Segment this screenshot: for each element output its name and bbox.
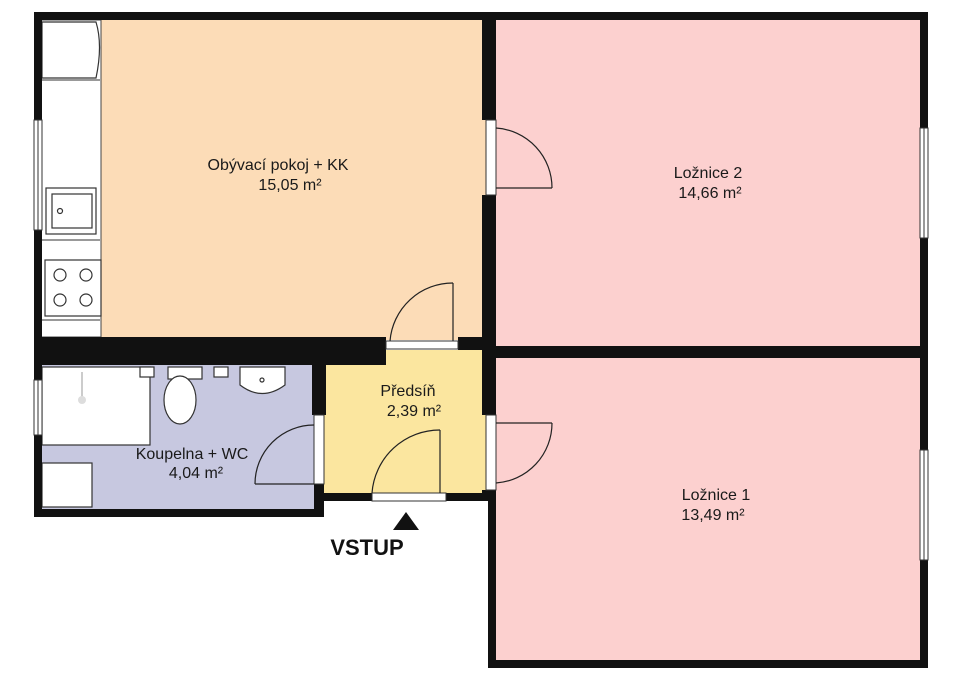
- door-bedroom2[interactable]: [485, 119, 553, 196]
- room-living-area: 15,05 m²: [258, 177, 322, 194]
- wall-bottom-left: [34, 509, 322, 517]
- wall-bedrooms: [488, 346, 928, 358]
- bath-shelf-2: [213, 366, 229, 378]
- wall-living-bottom-r: [458, 337, 488, 350]
- wall-bath-hall-low: [314, 484, 324, 517]
- door-entrance[interactable]: [371, 429, 447, 502]
- bath-shelf-1: [139, 366, 155, 378]
- room-bedroom1-fill: [496, 358, 920, 660]
- wall-top: [34, 12, 928, 20]
- window-bath: [33, 379, 43, 436]
- wall-bedroom1-left: [488, 493, 496, 668]
- room-bath-area: 4,04 m²: [169, 465, 224, 482]
- room-bedroom2-area: 14,66 m²: [678, 185, 742, 202]
- wall-left: [34, 12, 42, 517]
- wall-living-bottom: [34, 337, 386, 365]
- wall-center-mid: [482, 195, 496, 415]
- door-bedroom1[interactable]: [485, 414, 553, 491]
- room-hall-fill: [320, 350, 488, 493]
- stove-icon: [44, 259, 102, 317]
- room-bedroom1-area: 13,49 m²: [681, 507, 745, 524]
- room-living-fill: [40, 20, 488, 340]
- room-hall-name: Předsíň: [380, 383, 435, 400]
- room-bedroom1-name: Ložnice 1: [682, 487, 751, 504]
- door-bath[interactable]: [254, 414, 325, 485]
- room-bedroom2-fill: [496, 20, 920, 350]
- triangle-up-icon: [393, 512, 419, 530]
- fridge: [41, 21, 101, 79]
- wall-entry-right: [446, 493, 496, 501]
- bath-cabinet: [41, 462, 93, 508]
- entrance-label: VSTUP: [330, 535, 403, 560]
- room-living-name: Obývací pokoj + KK: [208, 157, 349, 174]
- wall-bottom-right: [488, 660, 928, 668]
- window-bedroom1: [919, 449, 929, 561]
- window-kitchen: [33, 119, 43, 231]
- wall-bath-hall-top: [312, 350, 326, 415]
- wall-right: [920, 12, 928, 668]
- kitchen-sink-icon: [45, 187, 97, 235]
- room-hall-area: 2,39 m²: [387, 403, 442, 420]
- toilet-icon: [163, 366, 203, 425]
- wall-center-top: [482, 12, 496, 120]
- wall-entry-left: [320, 493, 372, 501]
- room-bath-name: Koupelna + WC: [136, 446, 249, 463]
- shower-icon: [41, 366, 151, 446]
- door-living[interactable]: [385, 282, 459, 350]
- room-bedroom2-name: Ložnice 2: [674, 165, 743, 182]
- washbasin-icon: [239, 366, 286, 395]
- window-bedroom2: [919, 127, 929, 239]
- wall-center-low: [482, 490, 496, 501]
